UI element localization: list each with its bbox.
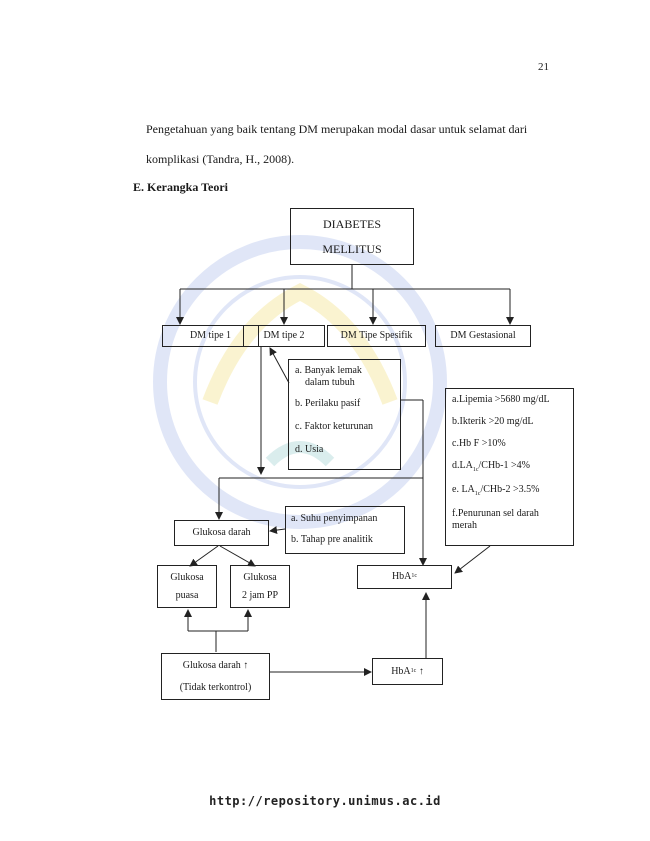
glukosa-puasa-line-2: puasa <box>175 589 199 601</box>
risk-factor-4: d. Usia <box>295 444 324 455</box>
up-arrow-icon: ↑ <box>418 665 424 677</box>
footer-url[interactable]: http://repository.unimus.ac.id <box>209 794 441 808</box>
paragraph-line-1: Pengetahuan yang baik tentang DM merupak… <box>146 122 528 136</box>
root-line-2: MELLITUS <box>322 241 382 256</box>
factor-merah: merah <box>452 520 477 532</box>
glukosa-2jam-line-1: Glukosa <box>243 571 277 583</box>
glukosa-tinggi-line-1: Glukosa darah ↑ <box>182 659 249 671</box>
glukosa-darah-box: Glukosa darah <box>174 520 269 546</box>
hba1c-interference-box: a.Lipemia >5680 mg/dL b.Ikterik >20 mg/d… <box>445 388 574 546</box>
glukosa-tidak-terkontrol-box: Glukosa darah ↑ (Tidak terkontrol) <box>161 653 270 700</box>
dm-type-2-box: DM tipe 2 <box>243 325 325 347</box>
dm-specific-box: DM Tipe Spesifik <box>327 325 426 347</box>
factor-lachb2: e. LA1c/CHb-2 >3.5% <box>452 484 540 498</box>
risk-factor-2: b. Perilaku pasif <box>295 398 361 409</box>
pre-analytic-1: a. Suhu penyimpanan <box>291 513 378 524</box>
pre-analytic-2: b. Tahap pre analitik <box>291 534 373 545</box>
factor-lipemia: a.Lipemia >5680 mg/dL <box>452 394 550 405</box>
university-seal-watermark <box>153 235 447 529</box>
glukosa-2jam-box: Glukosa 2 jam PP <box>230 565 290 608</box>
paragraph-line-2: komplikasi (Tandra, H., 2008). <box>146 152 295 166</box>
glukosa-tinggi-line-2: (Tidak terkontrol) <box>179 681 252 693</box>
factor-penurunan: f.Penurunan sel darah <box>452 508 539 520</box>
factor-hbf: c.Hb F >10% <box>452 438 506 449</box>
risk-factors-box: a. Banyak lemak dalam tubuh b. Perilaku … <box>288 359 401 470</box>
diabetes-mellitus-box: DIABETES MELLITUS <box>290 208 414 265</box>
glukosa-puasa-box: Glukosa puasa <box>157 565 217 608</box>
factor-ikterik: b.Ikterik >20 mg/dL <box>452 416 534 427</box>
factor-lachb1: d.LA1c/CHb-1 >4% <box>452 460 530 473</box>
dm-gestational-box: DM Gestasional <box>435 325 531 347</box>
risk-factor-1a: a. Banyak lemak <box>295 365 362 376</box>
section-heading: E. Kerangka Teori <box>133 180 229 194</box>
root-line-1: DIABETES <box>323 217 381 232</box>
risk-factor-1b: dalam tubuh <box>305 377 355 388</box>
glukosa-puasa-line-1: Glukosa <box>170 571 204 583</box>
pre-analytic-box: a. Suhu penyimpanan b. Tahap pre analiti… <box>285 506 405 554</box>
dm-type-1-box: DM tipe 1 <box>162 325 259 347</box>
page-number: 21 <box>538 61 549 73</box>
glukosa-2jam-line-2: 2 jam PP <box>241 589 279 601</box>
risk-factor-3: c. Faktor keturunan <box>295 421 374 432</box>
